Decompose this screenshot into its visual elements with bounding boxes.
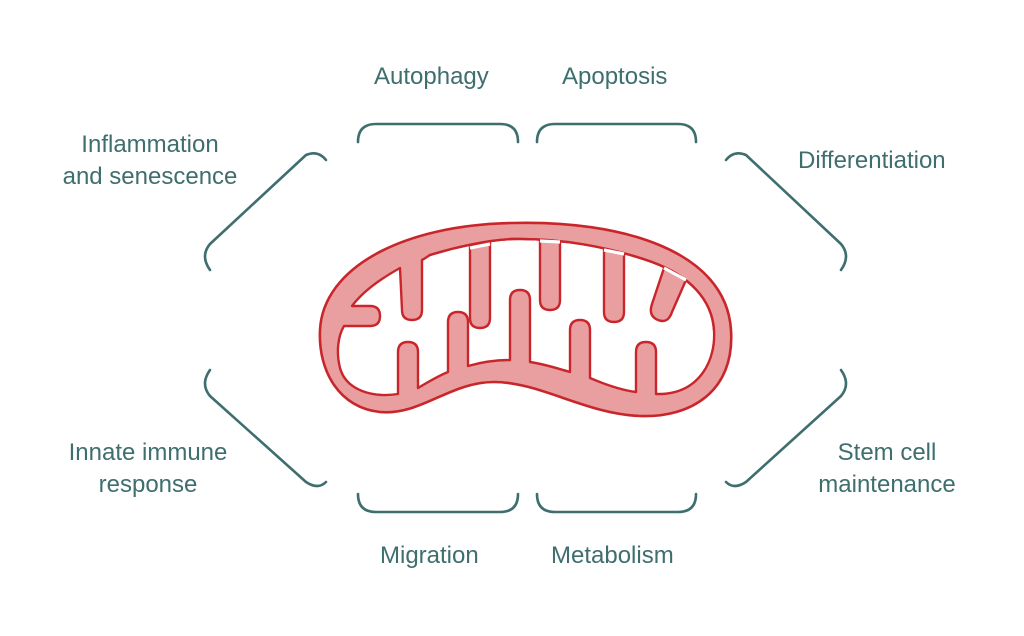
bracket-stem-cell (724, 368, 848, 488)
bracket-differentiation (724, 152, 848, 272)
bracket-autophagy (356, 122, 520, 144)
label-metabolism: Metabolism (551, 542, 674, 569)
label-stem-cell-maintenance: Stem cell maintenance (802, 437, 972, 501)
bracket-migration (356, 492, 520, 514)
bracket-apoptosis (535, 122, 698, 144)
bracket-innate-immune (203, 368, 328, 488)
label-differentiation: Differentiation (798, 147, 946, 174)
mitochondrion-icon (318, 221, 733, 418)
label-innate-immune-response: Innate immune response (52, 437, 244, 501)
label-inflammation-senescence: Inflammation and senescence (50, 129, 250, 193)
label-innate-line1: Innate immune (68, 439, 228, 466)
label-stem-line1: Stem cell (837, 439, 937, 466)
label-inflammation-line1: Inflammation (81, 131, 219, 158)
label-innate-line2: response (98, 471, 198, 498)
bracket-metabolism (535, 492, 698, 514)
label-stem-line2: maintenance (818, 471, 956, 498)
bracket-inflammation (203, 152, 328, 272)
label-migration: Migration (380, 542, 479, 569)
label-inflammation-line2: and senescence (62, 163, 238, 190)
label-apoptosis: Apoptosis (562, 63, 668, 90)
label-autophagy: Autophagy (374, 63, 489, 90)
